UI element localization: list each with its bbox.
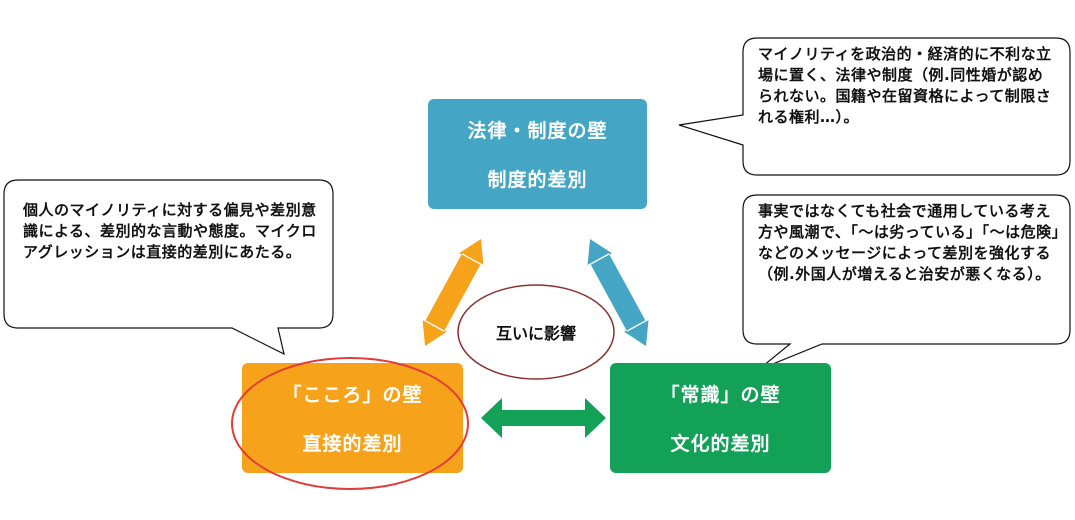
highlight-ring xyxy=(231,357,469,490)
law-wall-box: 法律・制度の壁 制度的差別 xyxy=(428,99,647,209)
common-wall-note: 事実ではなくても社会で通用している考え方や風潮で、「～は劣っている」「～は危険」… xyxy=(758,202,1060,283)
law-wall-note: マイノリティを政治的・経済的に不利な立場に置く、法律や制度（例.同性婚が認められ… xyxy=(758,45,1052,126)
center-ellipse xyxy=(457,284,615,380)
arrow-heart-common xyxy=(481,398,606,438)
arrow-law-common xyxy=(587,239,649,346)
common-wall-subtitle: 文化的差別 xyxy=(670,433,771,455)
law-wall-title: 法律・制度の壁 xyxy=(467,120,608,142)
common-wall-box: 「常識」の壁 文化的差別 xyxy=(610,363,831,473)
heart-wall-note: 個人のマイノリティに対する偏見や差別意識による、差別的な言動や態度。マイクロアグ… xyxy=(23,201,317,261)
law-wall-subtitle: 制度的差別 xyxy=(487,169,588,191)
common-wall-title: 「常識」の壁 xyxy=(660,384,781,406)
center-label: 互いに影響 xyxy=(495,324,576,343)
arrow-law-heart xyxy=(422,239,484,346)
